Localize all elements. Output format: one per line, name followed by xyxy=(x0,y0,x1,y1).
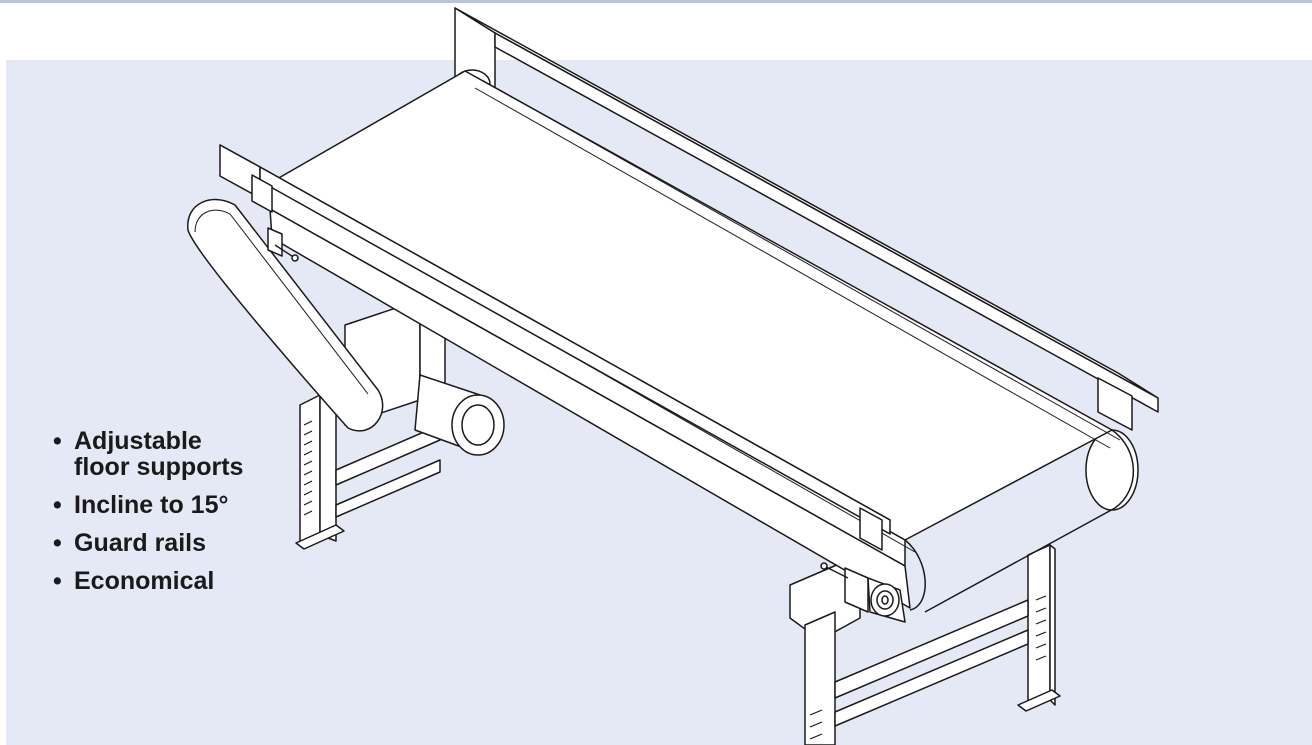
feature-text: Economical xyxy=(74,567,215,595)
feature-text-continued: floor supports xyxy=(74,453,244,481)
feature-item: Adjustable floor supports xyxy=(53,428,243,480)
rear-take-up-bearing xyxy=(267,227,299,262)
feature-list: Adjustable floor supports Incline to 15°… xyxy=(53,428,243,606)
drive-chain-guard xyxy=(187,198,384,432)
feature-item: Economical xyxy=(53,568,243,594)
feature-text: Guard rails xyxy=(74,529,206,557)
feature-item: Incline to 15° xyxy=(53,492,243,518)
feature-text: Adjustable xyxy=(74,427,202,455)
front-guard-rail xyxy=(219,144,891,551)
front-floor-support xyxy=(789,544,1061,745)
feature-text: Incline to 15° xyxy=(74,491,229,519)
top-rule xyxy=(0,0,1312,3)
conveyor-belt xyxy=(269,69,1139,613)
feature-item: Guard rails xyxy=(53,530,243,556)
rear-floor-support xyxy=(295,394,441,550)
rear-guard-rail xyxy=(454,7,1159,431)
drive-motor xyxy=(344,299,505,456)
head-bearing-assembly xyxy=(820,562,906,623)
